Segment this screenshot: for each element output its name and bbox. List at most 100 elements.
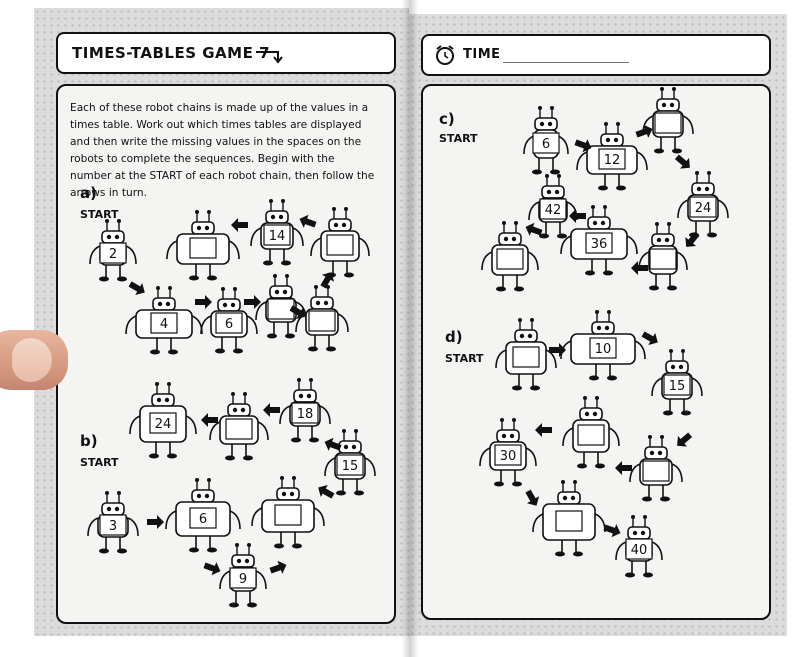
time-answer-line[interactable] bbox=[503, 62, 629, 63]
robot-c-42: 42 bbox=[528, 174, 578, 239]
title-bar: TIMES-TABLES GAME 7 bbox=[56, 32, 396, 74]
chain-arrow-icon bbox=[631, 261, 648, 275]
chain-arrow-icon bbox=[324, 437, 342, 451]
robot-b-6: 6 bbox=[165, 478, 241, 553]
page-title: TIMES-TABLES GAME 7 bbox=[72, 44, 271, 62]
robot-number: 12 bbox=[604, 153, 621, 168]
chain-arrow-icon bbox=[525, 489, 540, 506]
robot-a-14: 14 bbox=[250, 199, 304, 266]
robot-b-15: 15 bbox=[324, 429, 376, 496]
empty-number-box bbox=[225, 418, 253, 440]
robot-a-blank-3 bbox=[255, 274, 307, 339]
robot-number: 3 bbox=[109, 519, 117, 534]
robot-c-blank-2 bbox=[638, 222, 688, 291]
chain-arrow-icon bbox=[299, 214, 317, 228]
robot-c-blank-1 bbox=[642, 87, 694, 154]
robot-number: 6 bbox=[542, 137, 550, 152]
chain-arrow-icon bbox=[635, 124, 653, 138]
robot-number: 6 bbox=[199, 512, 207, 527]
robot-number: 14 bbox=[269, 229, 286, 244]
chain-arrow-icon bbox=[203, 562, 221, 576]
chain-arrow-icon bbox=[674, 154, 690, 169]
robot-b-9: 9 bbox=[219, 543, 267, 608]
empty-number-box bbox=[326, 234, 354, 256]
empty-number-box bbox=[496, 248, 524, 270]
puzzle-d-label: d) bbox=[445, 328, 463, 346]
robot-a-start: 2 bbox=[89, 219, 137, 282]
empty-number-box bbox=[274, 504, 302, 526]
robot-d-blank-4 bbox=[532, 480, 606, 557]
puzzle-b-start: START bbox=[80, 456, 119, 469]
robot-c-24: 24 bbox=[677, 171, 729, 238]
chain-arrow-icon bbox=[535, 423, 552, 437]
robot-number: 24 bbox=[695, 201, 712, 216]
empty-number-box bbox=[512, 346, 540, 368]
puzzle-b-label: b) bbox=[80, 432, 98, 450]
chain-arrow-icon bbox=[320, 272, 335, 289]
robot-number: 24 bbox=[155, 417, 172, 432]
empty-number-box bbox=[308, 310, 336, 332]
robot-a-blank-1 bbox=[166, 210, 240, 281]
robot-d-blank-2 bbox=[562, 396, 620, 469]
robot-number: 36 bbox=[591, 237, 608, 252]
robot-a-4: 4 bbox=[125, 286, 203, 355]
robot-c-12: 12 bbox=[576, 122, 648, 191]
robot-number: 42 bbox=[545, 203, 562, 218]
robot-number: 4 bbox=[160, 317, 168, 332]
book-gutter bbox=[402, 0, 418, 657]
chain-arrow-icon bbox=[641, 331, 658, 346]
time-label: TIME bbox=[463, 47, 501, 62]
chain-arrow-icon bbox=[201, 413, 218, 427]
instructions: Each of these robot chains is made up of… bbox=[70, 102, 375, 199]
robot-number: 2 bbox=[109, 247, 117, 262]
robot-d-10: 10 bbox=[560, 310, 646, 381]
robot-b-3: 3 bbox=[87, 491, 139, 554]
robot-number: 15 bbox=[669, 379, 686, 394]
empty-number-box bbox=[642, 460, 670, 482]
chain-arrow-icon bbox=[244, 295, 261, 309]
robot-number: 15 bbox=[342, 459, 359, 474]
robot-number: 40 bbox=[631, 543, 648, 558]
chain-arrow-icon bbox=[574, 139, 592, 153]
robot-b-18: 18 bbox=[279, 378, 331, 443]
chain-arrow-icon bbox=[549, 343, 566, 357]
chain-arrow-icon bbox=[195, 295, 212, 309]
chain-arrow-icon bbox=[685, 231, 700, 247]
holding-thumb bbox=[0, 330, 68, 390]
robot-c-36: 36 bbox=[560, 205, 638, 276]
robot-b-24: 24 bbox=[129, 382, 197, 459]
chain-arrow-icon bbox=[147, 515, 164, 529]
empty-number-box bbox=[555, 510, 583, 532]
robot-b-blank-1 bbox=[209, 392, 269, 461]
empty-number-box bbox=[267, 298, 295, 320]
puzzle-a-label: a) bbox=[80, 184, 97, 202]
empty-number-box bbox=[654, 112, 682, 134]
robot-a-6: 6 bbox=[200, 287, 258, 354]
robot-a-blank-2 bbox=[310, 207, 370, 278]
bent-arrow-icon bbox=[256, 51, 283, 64]
chain-arrow-icon bbox=[615, 461, 632, 475]
empty-number-box bbox=[649, 248, 677, 270]
alarm-clock-icon bbox=[436, 45, 454, 65]
chain-arrow-icon bbox=[569, 209, 586, 223]
chain-arrow-icon bbox=[525, 222, 543, 236]
chain-arrow-icon bbox=[677, 432, 693, 447]
robot-c-6: 6 bbox=[523, 106, 569, 175]
chain-arrow-icon bbox=[603, 524, 621, 538]
empty-number-box bbox=[189, 237, 217, 259]
robot-b-blank-2 bbox=[251, 476, 325, 549]
robot-a-blank-4 bbox=[295, 285, 349, 352]
robot-c-blank-3 bbox=[481, 221, 539, 292]
robot-d-15: 15 bbox=[651, 349, 703, 416]
chain-arrow-icon bbox=[231, 218, 248, 232]
robot-number: 18 bbox=[297, 407, 314, 422]
robot-number: 9 bbox=[239, 572, 247, 587]
puzzle-c-start: START bbox=[439, 132, 478, 145]
chain-arrow-icon bbox=[318, 484, 335, 499]
chain-arrow-icon bbox=[289, 305, 306, 320]
chain-arrow-icon bbox=[128, 281, 145, 296]
robot-number: 30 bbox=[500, 449, 517, 464]
puzzle-c-label: c) bbox=[439, 110, 455, 128]
robot-number: 6 bbox=[225, 317, 233, 332]
